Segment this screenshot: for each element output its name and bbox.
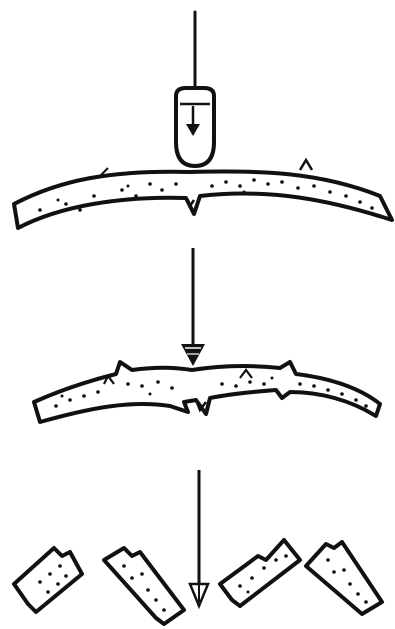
- arrow-step-2: [190, 470, 208, 606]
- panel-2-cracked-plate: [34, 362, 380, 422]
- panel-1-impact: [14, 12, 392, 228]
- impactor-head: [176, 88, 214, 166]
- fragment-4: [306, 542, 382, 614]
- fragment-1: [14, 548, 82, 612]
- fragment-2: [104, 548, 184, 624]
- plate-intact: [14, 160, 392, 228]
- fragment-3: [220, 540, 300, 606]
- arrow-step-1: [181, 248, 205, 366]
